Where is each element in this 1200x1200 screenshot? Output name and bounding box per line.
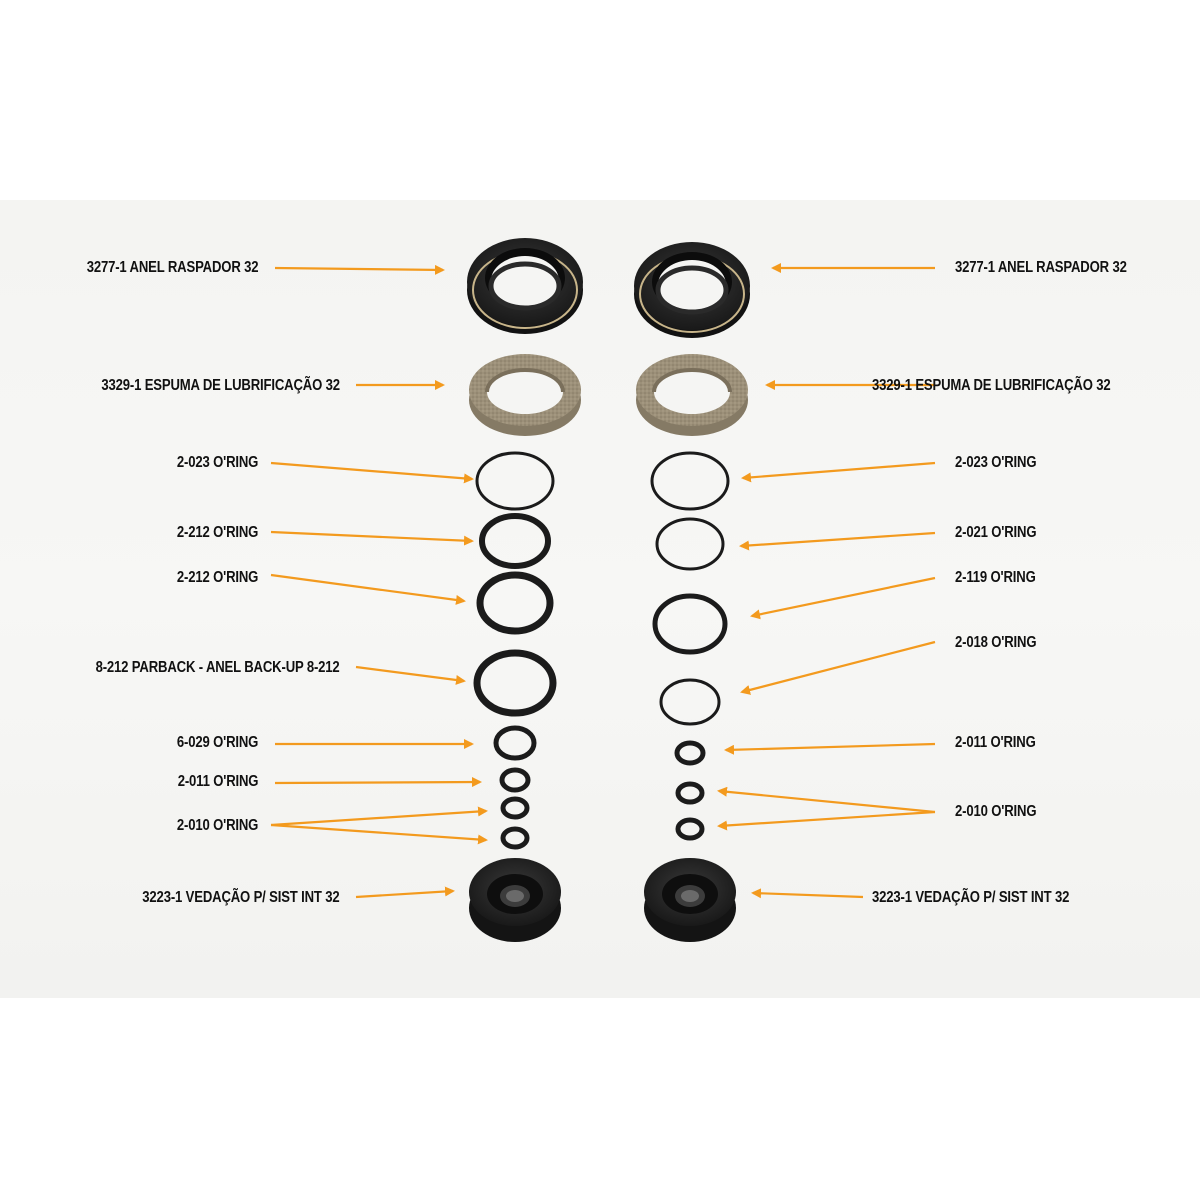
label-right-oring-2-119: 2-119 O'RING	[955, 569, 1036, 586]
right-o-ring-0	[650, 451, 730, 511]
left-o-ring-6	[500, 796, 530, 820]
callout-arrow-2	[270, 461, 474, 484]
left-o-ring-0	[475, 451, 555, 511]
callout-arrow-16	[740, 640, 936, 695]
left-o-ring-1	[479, 513, 551, 569]
right-o-ring-4	[674, 740, 706, 766]
label-right-oring-2-011: 2-011 O'RING	[955, 734, 1036, 751]
label-left-backup-ring-8-212: 8-212 PARBACK - ANEL BACK-UP 8-212	[95, 659, 340, 676]
left-o-ring-3	[473, 649, 557, 717]
right-o-ring-3	[659, 678, 721, 726]
label-left-wiper-seal: 3277-1 ANEL RASPADOR 32	[86, 259, 258, 276]
callout-arrow-15	[750, 576, 936, 620]
foam-hole	[487, 370, 563, 414]
right-o-ring-6	[675, 817, 705, 841]
right-oil-seal	[644, 858, 736, 942]
left-wiper-seal	[467, 238, 583, 334]
callout-arrow-17	[724, 742, 936, 755]
label-left-oring-6-029: 6-029 O'RING	[176, 734, 259, 751]
label-left-oring-2-011: 2-011 O'RING	[177, 773, 258, 790]
label-right-oring-2-023: 2-023 O'RING	[955, 454, 1037, 471]
left-o-ring-7	[500, 826, 530, 850]
wiper-bore-shadow	[488, 261, 562, 311]
callout-arrow-3	[270, 530, 474, 546]
callout-arrow-14	[739, 531, 936, 551]
label-right-foam-ring: 3329-1 ESPUMA DE LUBRIFICAÇÃO 32	[872, 377, 1111, 394]
oil-seal-bore-highlight	[681, 890, 699, 902]
foam-hole-edge	[485, 368, 565, 393]
oil-seal-bore-highlight	[506, 890, 524, 902]
left-o-ring-4	[493, 725, 537, 761]
arrows-group	[270, 263, 936, 899]
label-right-oring-2-021: 2-021 O'RING	[955, 524, 1037, 541]
left-oil-seal	[469, 858, 561, 942]
label-right-oil-seal: 3223-1 VEDAÇÃO P/ SIST INT 32	[872, 889, 1070, 906]
left-o-ring-2	[476, 571, 554, 635]
callout-arrow-8	[270, 806, 488, 827]
callout-arrow-20	[751, 888, 864, 899]
label-left-oring-2-010: 2-010 O'RING	[176, 817, 259, 834]
parts-group	[467, 238, 750, 942]
callout-arrow-13	[741, 461, 936, 483]
label-left-oring-2-212-a: 2-212 O'RING	[176, 524, 259, 541]
photo-backdrop	[0, 200, 1200, 998]
foam-hole-edge	[652, 368, 732, 393]
callout-arrow-18	[717, 786, 936, 814]
right-foam-ring	[636, 354, 748, 436]
callout-arrow-5	[355, 665, 466, 685]
callout-arrow-9	[270, 823, 488, 845]
right-wiper-seal	[634, 242, 750, 338]
left-foam-ring	[469, 354, 581, 436]
right-o-ring-2	[652, 593, 728, 655]
callout-arrow-4	[270, 573, 466, 605]
callout-arrow-10	[355, 886, 455, 899]
label-left-oil-seal: 3223-1 VEDAÇÃO P/ SIST INT 32	[142, 889, 340, 906]
label-left-oring-2-023: 2-023 O'RING	[176, 454, 259, 471]
right-o-ring-1	[655, 517, 725, 571]
callout-arrow-7	[274, 777, 482, 788]
wiper-bore-shadow	[655, 265, 729, 315]
foam-hole	[654, 370, 730, 414]
label-right-oring-2-018: 2-018 O'RING	[955, 634, 1037, 651]
label-right-wiper-seal: 3277-1 ANEL RASPADOR 32	[955, 259, 1127, 276]
left-o-ring-5	[499, 767, 531, 793]
callout-arrow-0	[274, 264, 445, 275]
callout-arrow-19	[717, 810, 936, 831]
label-left-foam-ring: 3329-1 ESPUMA DE LUBRIFICAÇÃO 32	[101, 377, 340, 394]
right-o-ring-5	[675, 781, 705, 805]
label-right-oring-2-010: 2-010 O'RING	[955, 803, 1037, 820]
label-left-oring-2-212-b: 2-212 O'RING	[176, 569, 259, 586]
